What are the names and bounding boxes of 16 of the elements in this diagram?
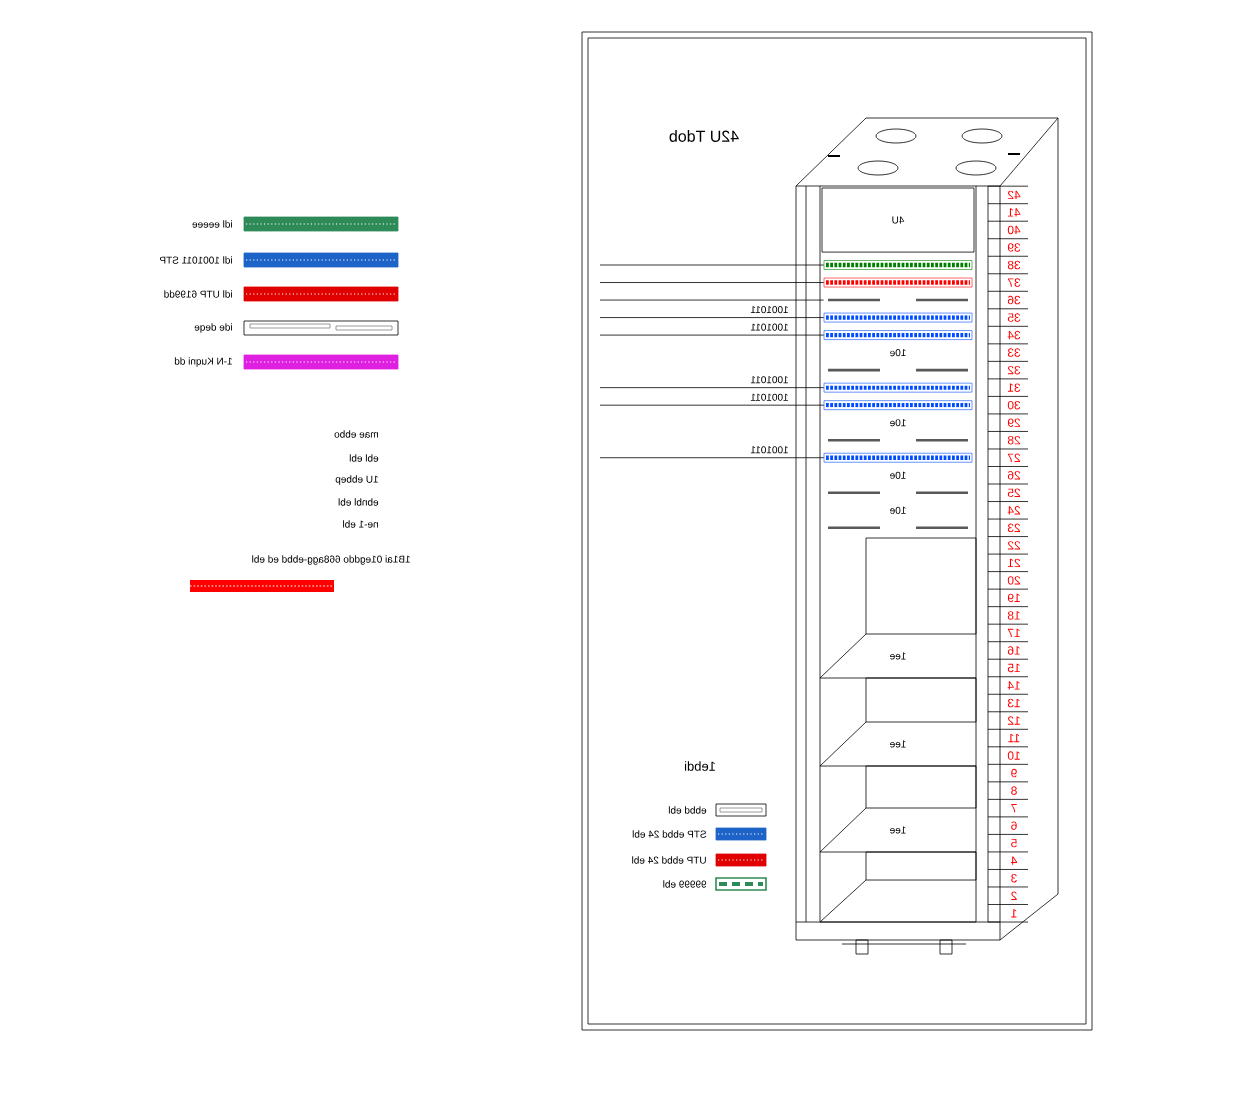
leader-line bbox=[599, 387, 825, 389]
leader-line bbox=[599, 282, 825, 283]
leader-line bbox=[599, 334, 825, 336]
patch-panel bbox=[823, 330, 973, 340]
leader-line bbox=[599, 457, 825, 459]
patch-panel bbox=[823, 382, 973, 393]
leader-line bbox=[599, 404, 825, 406]
leader-line bbox=[599, 264, 825, 266]
patch-panel bbox=[823, 452, 973, 463]
leader-line bbox=[599, 299, 824, 301]
patch-panel bbox=[823, 400, 973, 410]
patch-panel bbox=[823, 260, 973, 270]
title: 42U Tdob bbox=[669, 130, 739, 142]
patch-panel bbox=[823, 312, 973, 323]
leader-line bbox=[599, 317, 825, 318]
patch-panel bbox=[823, 277, 973, 288]
